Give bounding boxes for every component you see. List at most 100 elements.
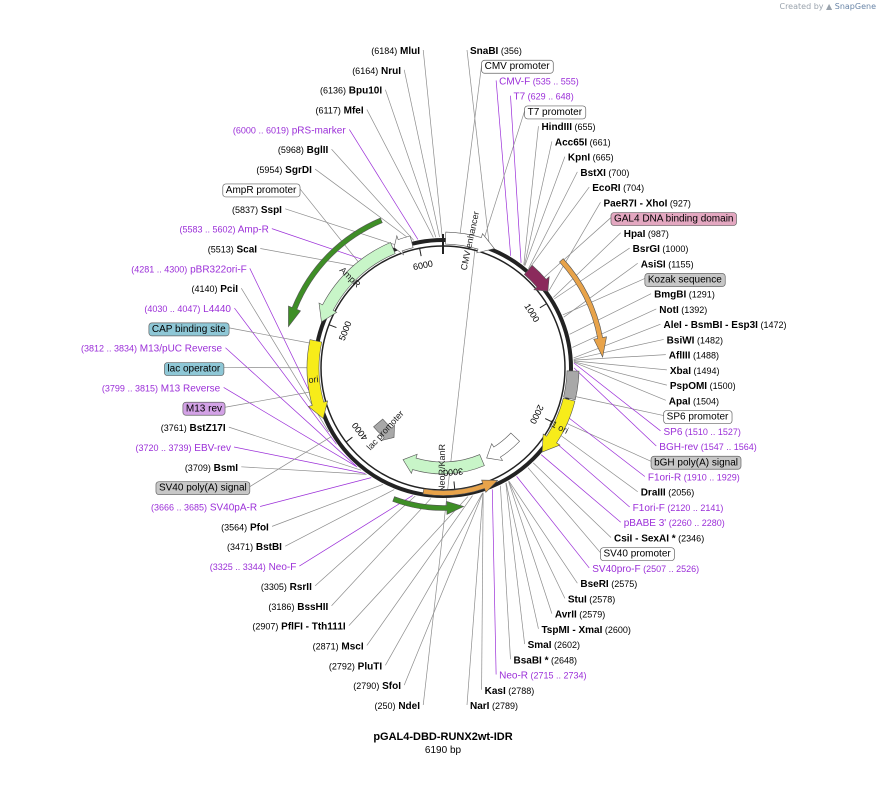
connector-m13-rev	[224, 390, 315, 408]
label-pos: (3186)	[268, 602, 294, 612]
label-xbai: XbaI (1494)	[670, 366, 720, 377]
label-pos: (3761)	[161, 423, 187, 433]
label-tspmi: TspMI - XmaI (2600)	[541, 625, 630, 636]
label-left: SV40pro-F	[592, 564, 640, 575]
label-pos: (3666 .. 3685)	[151, 503, 207, 513]
label-text-kasi: KasI (2788)	[485, 686, 535, 697]
connector-tspmi	[505, 482, 539, 629]
label-left: SP6 promoter	[667, 412, 729, 423]
label-text-rsrii: (3305) RsrII	[261, 582, 312, 593]
label-afliii: AflIII (1488)	[669, 351, 719, 362]
label-l4440: (4030 .. 4047) L4440	[144, 304, 231, 315]
connector-ebv-rev	[233, 446, 366, 474]
connector-sv40-polya	[249, 436, 332, 487]
label-box	[644, 273, 726, 287]
connector-sv40pa-r	[259, 477, 372, 507]
label-box	[650, 455, 742, 470]
label-sfoi: (2790) SfoI	[353, 681, 401, 692]
connector-bgh-polya	[562, 421, 652, 462]
label-pos: (1510 .. 1527)	[682, 427, 741, 437]
connector-bsiwi	[573, 339, 664, 360]
label-acc65i: Acc65I (661)	[555, 137, 611, 148]
label-text-alei: AleI - BsmBI - Esp3I (1472)	[663, 320, 786, 331]
label-left: NruI	[378, 66, 401, 77]
label-left: HpaI	[624, 229, 646, 240]
connector-hpai	[553, 232, 621, 298]
label-pos: (1000)	[660, 244, 689, 254]
connector-nrui	[403, 69, 440, 238]
label-bgh-rev: BGH-rev (1547 .. 1564)	[659, 442, 756, 453]
label-sp6-promoter: SP6 promoter	[663, 410, 733, 424]
label-pos: (356)	[498, 46, 522, 56]
label-box	[600, 547, 675, 562]
label-left: BsmI	[211, 463, 238, 474]
connector-sv40-promoter	[527, 467, 601, 553]
label-left: AvrII	[555, 610, 577, 621]
connector-stui	[508, 481, 566, 599]
label-ebv-rev: (3720 .. 3739) EBV-rev	[135, 443, 231, 454]
connector-asisi	[563, 262, 638, 318]
label-pos: (2346)	[676, 533, 705, 543]
label-pflfi: (2907) PflFI - Tth111I	[252, 622, 345, 633]
label-sp6: SP6 (1510 .. 1527)	[663, 427, 740, 438]
connector-f1ori-f	[552, 439, 630, 508]
label-m13-puc-reverse: (3812 .. 3834) M13/pUC Reverse	[81, 344, 223, 355]
connector-mfei	[366, 109, 434, 238]
label-text-bsmi: (3709) BsmI	[185, 463, 238, 474]
label-pcii: (4140) PciI	[191, 284, 238, 295]
label-mid: - Tth111I	[303, 622, 346, 633]
label-text-bgh-polya: bGH poly(A) signal	[654, 457, 738, 468]
label-left: BstXI	[580, 168, 606, 179]
label-left: Neo-R	[499, 671, 528, 682]
label-left: GAL4 DNA binding domain	[614, 214, 734, 225]
connector-rsrii	[314, 495, 416, 587]
connector-bstz17i	[228, 426, 362, 471]
label-left: pBR322ori-F	[187, 264, 246, 275]
label-pos: (2260 .. 2280)	[666, 518, 725, 528]
label-nrui: (6164) NruI	[352, 66, 401, 77]
connector-ampr-promoter	[299, 188, 362, 266]
label-pos: (5968)	[278, 145, 304, 155]
label-text-bstz17i: (3761) BstZ17I	[161, 423, 226, 434]
label-bglii: (5968) BglII	[278, 145, 329, 156]
label-m13-reverse: (3799 .. 3815) M13 Reverse	[102, 383, 221, 394]
label-text-snabi: SnaBI (356)	[470, 46, 522, 57]
label-box	[182, 401, 226, 416]
connector-bgh-rev	[573, 367, 657, 447]
label-text-t7: T7 (629 .. 648)	[513, 92, 573, 103]
label-left: bGH poly(A) signal	[654, 457, 738, 468]
connector-t7	[510, 95, 522, 263]
label-left: SV40 poly(A) signal	[159, 483, 247, 494]
label-left: BsaBI *	[513, 655, 548, 666]
label-text-tspmi: TspMI - XmaI (2600)	[541, 625, 630, 636]
label-mid: - XhoI	[637, 198, 668, 209]
label-text-asisi: AsiSI (1155)	[641, 259, 694, 270]
label-text-scai: (5513) ScaI	[208, 244, 258, 255]
label-left: BsiWI	[667, 335, 695, 346]
label-left: BseRI	[580, 579, 609, 590]
label-left: Amp-R	[236, 225, 269, 236]
label-pos: (1504)	[690, 396, 719, 406]
label-left: XbaI	[670, 366, 691, 377]
label-hindiii: HindIII (655)	[541, 122, 595, 133]
label-bsmi: (3709) BsmI	[185, 463, 238, 474]
connector-bmgbi	[569, 293, 652, 335]
label-left: F1ori-R	[648, 473, 681, 484]
label-left: SmaI	[528, 640, 552, 651]
label-pos: (1488)	[690, 351, 719, 361]
label-pos: (3799 .. 3815)	[102, 383, 158, 393]
label-text-nrui: (6164) NruI	[352, 66, 401, 77]
label-bstz17i: (3761) BstZ17I	[161, 423, 226, 434]
runx-low-feature	[422, 479, 499, 496]
label-pos: (2789)	[489, 701, 518, 711]
label-box	[148, 322, 230, 337]
label-text-ebv-rev: (3720 .. 3739) EBV-rev	[135, 443, 231, 454]
label-pos: (3471)	[227, 542, 253, 552]
label-text-sv40-polya: SV40 poly(A) signal	[159, 483, 247, 494]
label-amp-r: (5583 .. 5602) Amp-R	[179, 225, 268, 236]
connector-bsabi	[500, 485, 511, 660]
label-gal4-dbd: GAL4 DNA binding domain	[610, 212, 737, 226]
connector-alei	[573, 323, 661, 359]
label-pos: (2602)	[552, 640, 581, 650]
